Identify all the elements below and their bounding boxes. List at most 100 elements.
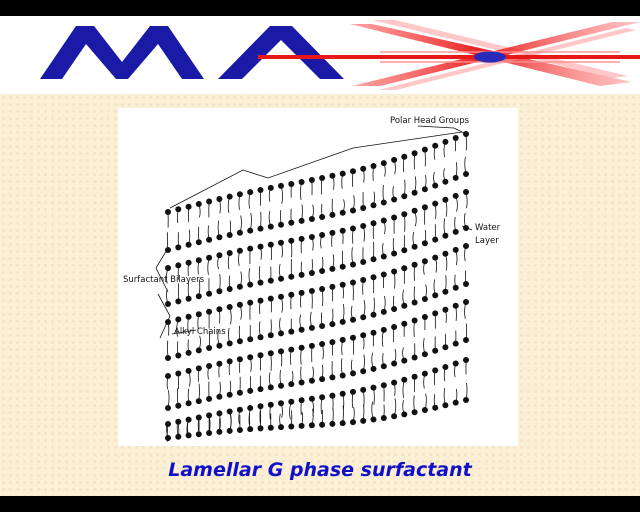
polar-head (329, 172, 336, 179)
polar-head (278, 275, 284, 282)
polar-head (360, 277, 367, 283)
polar-head (216, 306, 223, 313)
bottom-frame-bar (0, 496, 640, 512)
polar-head (452, 192, 459, 199)
polar-head (185, 203, 192, 210)
polar-head (185, 259, 192, 266)
polar-head (195, 398, 202, 405)
polar-head (391, 250, 398, 257)
polar-head (288, 291, 295, 298)
polar-head (421, 351, 428, 358)
polar-head (401, 302, 408, 309)
polar-head (380, 271, 387, 278)
polar-head (216, 342, 223, 349)
polar-head (411, 299, 418, 306)
polar-head (165, 247, 171, 253)
polar-head (370, 202, 377, 209)
polar-head (463, 337, 469, 343)
polar-head (175, 418, 182, 425)
polar-head (391, 306, 398, 312)
polar-head (226, 340, 233, 347)
polar-head (175, 352, 182, 359)
polar-head (329, 321, 336, 328)
label-polar-head-groups: Polar Head Groups (390, 116, 470, 126)
polar-head (391, 324, 398, 330)
polar-head (442, 196, 449, 203)
polar-head (329, 283, 336, 290)
polar-head (257, 403, 264, 410)
polar-head (195, 365, 202, 372)
polar-head (432, 182, 439, 189)
polar-head (308, 216, 315, 222)
polar-head (360, 368, 367, 375)
polar-head (329, 229, 336, 236)
polar-head (308, 342, 315, 349)
logo-letter-x (258, 20, 640, 90)
polar-head (350, 279, 356, 286)
polar-head (360, 314, 367, 321)
polar-head (370, 220, 377, 227)
polar-head (247, 426, 254, 433)
polar-head (165, 373, 171, 379)
polar-head (206, 290, 213, 297)
polar-head (421, 314, 428, 320)
polar-head (380, 326, 387, 333)
polar-head (463, 397, 469, 403)
polar-head (278, 348, 284, 355)
polar-head (339, 318, 346, 325)
polar-head (339, 372, 346, 379)
bilayer-leaflet (165, 357, 469, 442)
polar-head (236, 406, 243, 413)
top-frame-bar (0, 0, 640, 16)
polar-head (257, 297, 264, 304)
polar-head (432, 310, 439, 317)
polar-head (206, 363, 213, 369)
polar-head (236, 338, 243, 345)
polar-head (401, 247, 408, 254)
polar-head (236, 229, 243, 236)
polar-head (350, 316, 356, 323)
polar-head (247, 405, 254, 411)
polar-head (421, 204, 428, 211)
polar-head (165, 209, 171, 215)
polar-head (185, 416, 192, 423)
polar-head (339, 263, 346, 270)
polar-head (257, 225, 264, 232)
polar-head (391, 156, 398, 163)
polar-head (339, 390, 346, 397)
polar-head (401, 376, 408, 383)
polar-head (206, 254, 213, 261)
max-logo (40, 20, 640, 90)
polar-head (165, 435, 171, 441)
polar-head (370, 311, 377, 318)
polar-head (267, 295, 274, 302)
polar-head (421, 296, 428, 302)
polar-head (411, 373, 418, 380)
polar-head (463, 281, 469, 287)
polar-head (216, 428, 223, 435)
logo-center-ellipse (474, 51, 506, 63)
polar-head (278, 330, 284, 337)
polar-head (329, 211, 336, 218)
polar-head (165, 421, 171, 427)
polar-head (236, 283, 243, 290)
polar-head (278, 293, 284, 300)
polar-head (175, 262, 182, 269)
polar-head (329, 420, 336, 427)
polar-head (298, 235, 305, 242)
polar-head (401, 265, 408, 272)
bilayer-leaflet (165, 243, 469, 337)
polar-head (463, 243, 469, 249)
polar-head (319, 323, 326, 329)
polar-head (185, 241, 192, 248)
polar-head (380, 415, 387, 421)
polar-head (288, 398, 295, 405)
polar-head (391, 268, 398, 275)
polar-head (339, 227, 346, 234)
polar-head (421, 146, 428, 153)
polar-head (329, 265, 336, 272)
polar-head (432, 236, 439, 243)
label-alkyl-chains: Alkyl Chains (174, 327, 226, 337)
polar-head (370, 329, 377, 336)
polar-head (401, 357, 408, 364)
